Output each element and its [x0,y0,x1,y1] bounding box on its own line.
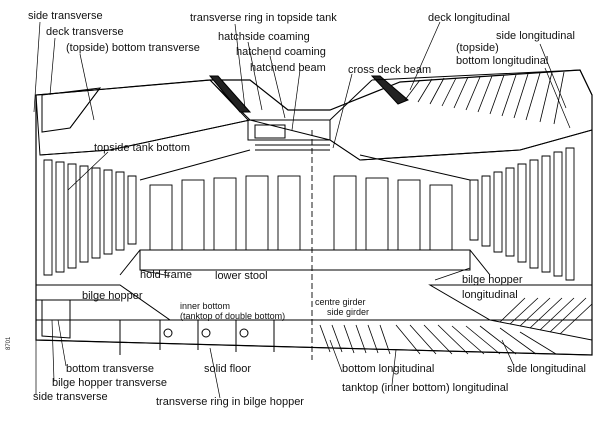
label-hold-frame: hold frame [140,269,192,281]
label-bilge-hopper: bilge hopper [82,290,143,302]
hold-frames-right [469,147,575,281]
label-side-longitudinal-bottom: side longitudinal [507,363,586,375]
label-transverse-ring-bilge: transverse ring in bilge hopper [156,396,304,408]
label-side-longitudinal-top: side longitudinal [496,30,575,42]
label-bottom-longitudinal-top: bottom longitudinal [456,55,549,67]
label-topside-bottom-transverse: (topside) bottom transverse [66,42,200,54]
label-bottom-transverse: bottom transverse [66,363,155,375]
label-side-transverse-top: side transverse [28,10,103,22]
label-hatchend-coaming: hatchend coaming [236,46,326,58]
bilge-hopper-right [428,284,593,335]
label-deck-transverse: deck transverse [46,26,124,38]
hold-frames-left [43,159,137,276]
topside-tank-right [329,69,593,161]
label-topside-tank-bottom: topside tank bottom [94,142,191,154]
label-deck-longitudinal: deck longitudinal [428,12,510,24]
label-hatchside-coaming: hatchside coaming [218,31,310,43]
hull-outline [35,69,593,356]
label-tanktop-longitudinal: tanktop (inner bottom) longitudinal [342,382,509,394]
label-inner-bottom: inner bottom [180,301,231,311]
label-bilge-hopper-longitudinal: longitudinal [462,289,518,301]
label-side-transverse-bottom: side transverse [33,391,108,403]
leader-lines [33,21,571,399]
label-transverse-ring-topside: transverse ring in topside tank [190,12,337,24]
label-tanktop-double-bottom: (tanktop of double bottom) [180,311,286,321]
label-bottom-longitudinal: bottom longitudinal [342,363,435,375]
label-cross-deck-beam: cross deck beam [348,64,432,76]
hatch-coaming [208,75,409,151]
label-lower-stool: lower stool [215,270,268,282]
label-topside: (topside) [456,42,499,54]
topside-tank-bottom [39,119,593,181]
label-hatchend-beam: hatchend beam [250,62,326,74]
figure-code: 8701 [6,336,12,350]
lower-stool [119,249,491,276]
double-bottom [35,319,593,356]
label-bilge-hopper-transverse: bilge hopper transverse [52,377,167,389]
label-solid-floor: solid floor [204,363,252,375]
label-bilge-hopper-right: bilge hopper [462,274,523,286]
label-centre-girder: centre girder [315,297,366,307]
label-side-girder: side girder [327,307,370,317]
